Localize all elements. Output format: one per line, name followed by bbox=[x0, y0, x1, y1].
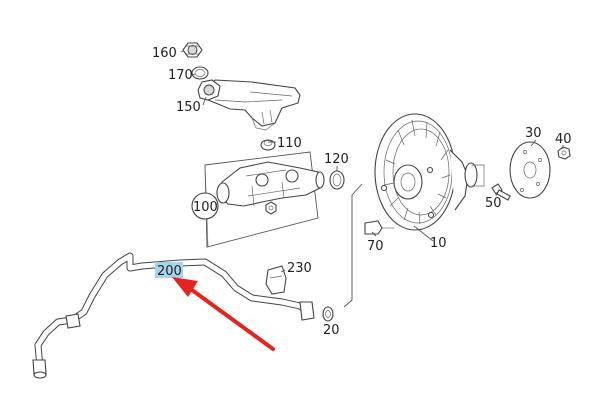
label-200-highlight bbox=[155, 262, 183, 278]
o-ring[interactable] bbox=[329, 170, 345, 190]
grommet[interactable] bbox=[322, 306, 334, 322]
label-20: 20 bbox=[323, 323, 340, 338]
label-50: 50 bbox=[485, 196, 502, 211]
leader-lines bbox=[180, 50, 564, 308]
label-160: 160 bbox=[152, 46, 177, 61]
label-100: 100 bbox=[193, 200, 218, 215]
red-pointer-arrow bbox=[172, 277, 275, 351]
booster-gasket[interactable] bbox=[509, 141, 551, 199]
check-valve[interactable] bbox=[364, 220, 394, 235]
label-110: 110 bbox=[277, 136, 302, 151]
brake-fluid-reservoir[interactable] bbox=[197, 79, 301, 131]
reservoir-cap[interactable] bbox=[182, 42, 203, 58]
label-170: 170 bbox=[168, 68, 193, 83]
label-200[interactable]: 200 bbox=[157, 264, 182, 279]
brake-booster[interactable] bbox=[374, 113, 485, 231]
clevis-bolt[interactable] bbox=[491, 183, 511, 201]
hex-nut[interactable] bbox=[557, 146, 571, 160]
sealing-ring[interactable] bbox=[191, 66, 209, 80]
label-10: 10 bbox=[430, 236, 447, 251]
label-40: 40 bbox=[555, 132, 572, 147]
small-nut[interactable] bbox=[265, 201, 277, 215]
seal-plug[interactable] bbox=[260, 139, 276, 151]
hose-clip[interactable] bbox=[265, 265, 287, 295]
label-30: 30 bbox=[525, 126, 542, 141]
label-150: 150 bbox=[176, 100, 201, 115]
label-100-circle bbox=[191, 192, 219, 220]
vacuum-hose[interactable] bbox=[32, 252, 315, 379]
label-70: 70 bbox=[367, 239, 384, 254]
label-120: 120 bbox=[324, 152, 349, 167]
label-230: 230 bbox=[287, 261, 312, 276]
master-cylinder[interactable] bbox=[216, 161, 325, 207]
